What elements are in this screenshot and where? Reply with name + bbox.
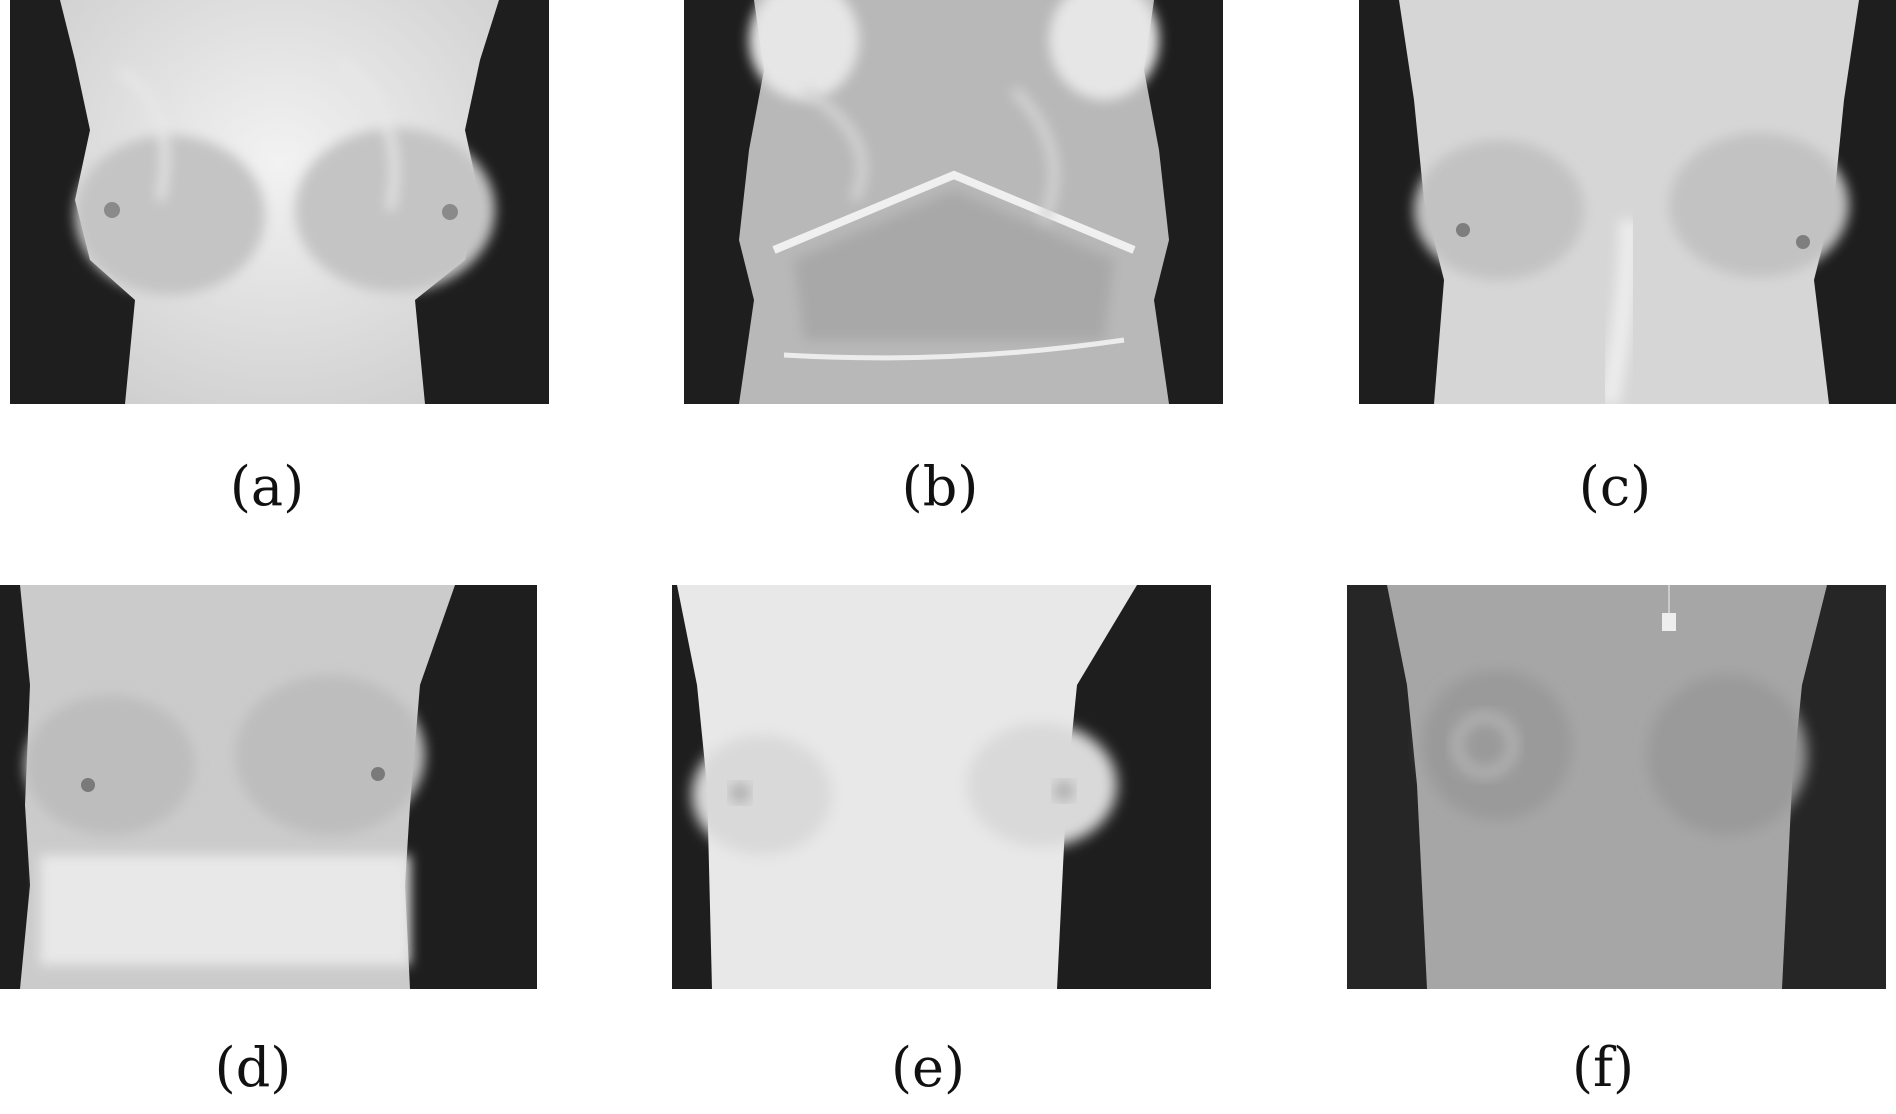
caption-e: (e) [890,1036,966,1099]
thermal-image-c [1359,0,1896,404]
thermal-image-e [672,585,1211,989]
caption-f: (f) [1571,1036,1635,1099]
thermal-image-f [1347,585,1886,989]
caption-d: (d) [214,1036,292,1099]
caption-a: (a) [229,455,305,518]
caption-b: (b) [901,455,979,518]
thermal-image-b [684,0,1223,404]
thermal-image-a [10,0,549,404]
thermal-image-d [0,585,537,989]
caption-c: (c) [1578,455,1652,518]
